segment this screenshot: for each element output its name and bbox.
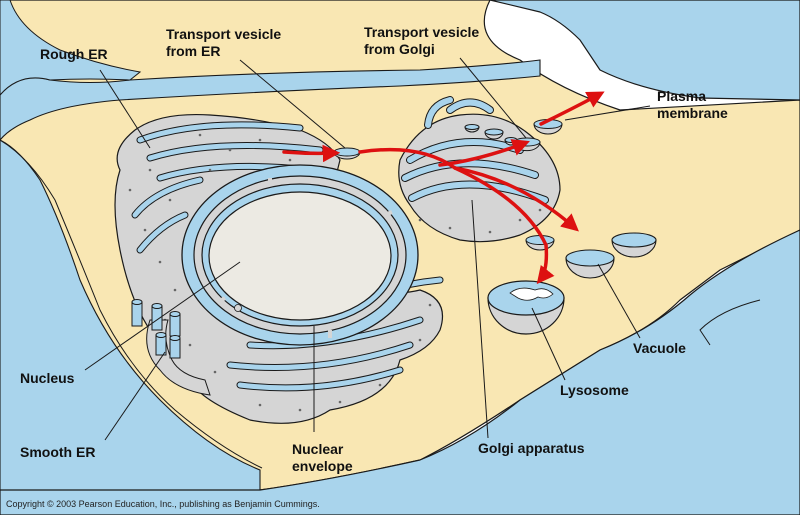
label-transport-vesicle-golgi: Transport vesicle from Golgi [364,24,480,57]
copyright-notice: Copyright © 2003 Pearson Education, Inc.… [6,499,320,509]
label-rough-er: Rough ER [40,46,108,62]
nucleus [181,164,419,346]
label-vacuole: Vacuole [633,340,686,356]
transport-arrows [282,91,605,285]
label-nuclear-envelope: Nuclear envelope [292,441,353,474]
label-transport-vesicle-er: Transport vesicle from ER [166,26,282,59]
label-nucleus: Nucleus [20,370,75,386]
label-lysosome: Lysosome [560,382,629,398]
leader-lines [84,57,651,441]
vacuole [565,232,657,279]
label-plasma-membrane: Plasma membrane [657,88,728,121]
smooth-er [131,299,211,396]
lysosome [487,280,565,335]
label-smooth-er: Smooth ER [20,444,96,460]
label-golgi-apparatus: Golgi apparatus [478,440,585,456]
